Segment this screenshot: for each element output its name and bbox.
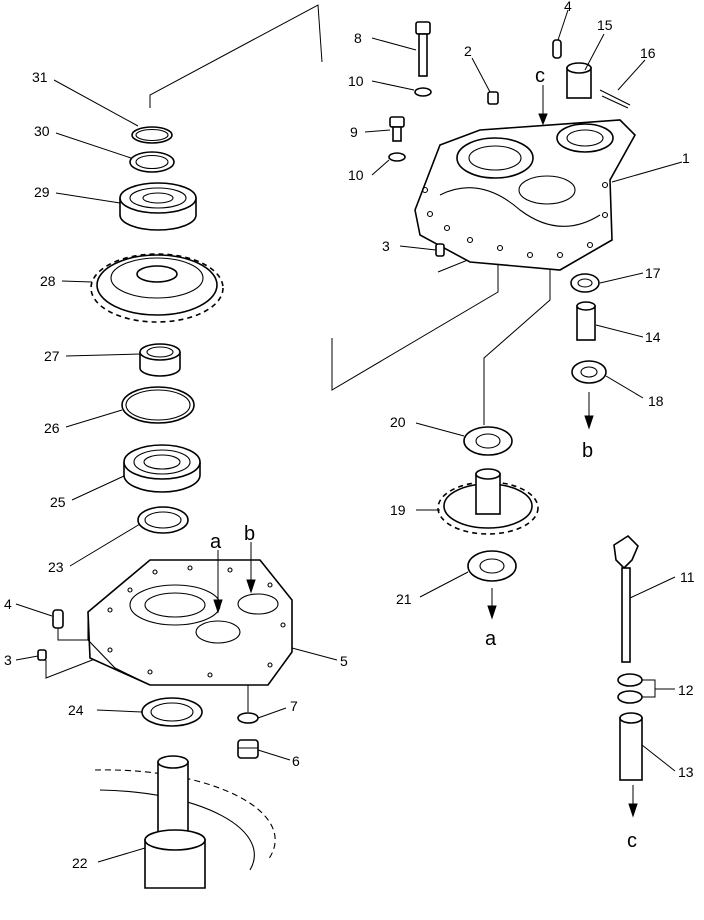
callout-4-top: 4 xyxy=(564,0,572,14)
callout-12: 12 xyxy=(678,682,694,698)
callout-11: 11 xyxy=(680,569,695,585)
callout-10-lower: 10 xyxy=(348,167,364,183)
callout-24: 24 xyxy=(68,702,84,718)
flow-arrows xyxy=(213,85,638,818)
callout-27: 27 xyxy=(44,348,60,364)
callout-23: 23 xyxy=(48,559,64,575)
callout-7: 7 xyxy=(290,698,298,714)
callout-21: 21 xyxy=(396,591,412,607)
callout-20: 20 xyxy=(390,414,406,430)
part-16-pin xyxy=(599,89,631,109)
part-9-bolt xyxy=(389,116,405,142)
callout-1: 1 xyxy=(682,150,690,166)
part-12-o-ring-lower xyxy=(617,690,643,704)
callout-4-left: 4 xyxy=(4,596,12,612)
callout-17: 17 xyxy=(645,265,661,281)
part-3-plug-upper xyxy=(435,243,445,257)
leader-lines xyxy=(15,9,683,863)
part-7-o-ring xyxy=(237,712,259,724)
part-12-o-ring-upper xyxy=(617,673,643,687)
part-4-pin-left xyxy=(52,609,64,629)
part-29-bearing xyxy=(119,182,197,231)
callout-28: 28 xyxy=(40,273,56,289)
part-19-gear xyxy=(437,468,539,535)
callout-25: 25 xyxy=(50,494,66,510)
callout-26: 26 xyxy=(44,420,60,436)
callout-29: 29 xyxy=(34,184,50,200)
letter-b-arrow: b xyxy=(582,440,593,462)
callout-13: 13 xyxy=(678,764,694,780)
callout-2: 2 xyxy=(464,43,472,59)
callout-16: 16 xyxy=(640,45,656,61)
letter-a-arrow: a xyxy=(485,628,497,650)
callout-31: 31 xyxy=(32,69,48,85)
part-30-collar xyxy=(129,151,175,173)
part-8-bolt xyxy=(415,21,431,77)
callout-5: 5 xyxy=(340,653,348,669)
callout-6: 6 xyxy=(292,753,300,769)
callout-9: 9 xyxy=(350,124,358,140)
callout-19: 19 xyxy=(390,502,406,518)
part-11-dipstick xyxy=(613,534,639,663)
part-31-snap-ring xyxy=(131,126,173,144)
callout-3-left: 3 xyxy=(4,652,12,668)
part-20-bearing xyxy=(463,426,513,456)
part-25-bearing xyxy=(123,444,201,493)
part-26-ring xyxy=(121,386,195,424)
part-10-washer-lower xyxy=(388,152,406,162)
part-17-bearing xyxy=(570,273,600,293)
callouts: 31 30 29 28 27 26 25 23 4 3 24 22 5 7 6 … xyxy=(4,0,695,871)
part-14-pinion xyxy=(576,301,596,341)
part-3-plug-left xyxy=(37,649,47,661)
part-15-bushing xyxy=(566,62,592,99)
letter-a-case: a xyxy=(210,531,222,553)
part-23-seal xyxy=(137,506,189,534)
part-2-plug xyxy=(487,91,499,105)
part-24-oil-seal xyxy=(141,697,203,727)
callout-22: 22 xyxy=(72,855,88,871)
part-6-plug xyxy=(237,739,259,759)
flow-letters: c a b b a c xyxy=(210,65,637,852)
callout-15: 15 xyxy=(597,17,613,33)
callout-8: 8 xyxy=(354,30,362,46)
part-5-lower-case xyxy=(87,559,293,686)
part-13-gauge-pipe xyxy=(619,712,643,781)
letter-b-case: b xyxy=(244,523,255,545)
callout-18: 18 xyxy=(648,393,664,409)
callout-10-top: 10 xyxy=(348,73,364,89)
callout-14: 14 xyxy=(645,329,661,345)
part-18-bearing xyxy=(571,360,607,384)
part-4-pin-top xyxy=(552,39,562,59)
part-21-bearing xyxy=(467,550,517,582)
callout-30: 30 xyxy=(34,123,50,139)
part-1-upper-case xyxy=(414,119,636,271)
part-10-washer-top xyxy=(414,87,432,97)
part-22-pinion-shaft xyxy=(94,755,276,889)
part-27-spacer xyxy=(139,343,181,377)
letter-c-top: c xyxy=(535,65,545,87)
callout-3-upper: 3 xyxy=(382,238,390,254)
letter-c-arrow: c xyxy=(627,830,637,852)
part-28-gear xyxy=(90,253,224,323)
